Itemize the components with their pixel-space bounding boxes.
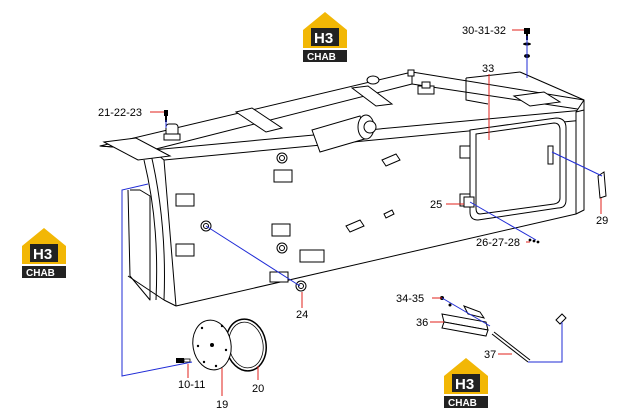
brand-logo-bottom: H3 CHAB: [444, 358, 488, 409]
brand-logo-left: H3 CHAB: [22, 228, 66, 279]
bolt-10-11: [176, 358, 191, 363]
svg-text:H3: H3: [455, 376, 474, 393]
callout-19: 19: [216, 399, 228, 411]
svg-text:H3: H3: [314, 30, 333, 47]
assembly-lines: [121, 36, 603, 377]
callout-34-35: 34-35: [396, 293, 424, 305]
svg-text:CHAB: CHAB: [307, 52, 336, 63]
callout-33: 33: [482, 63, 494, 75]
top-fittings: [366, 69, 435, 95]
callout-21-22-23: 21-22-23: [98, 107, 142, 119]
level-gauge: [441, 305, 489, 337]
dipstick-clip: [555, 313, 567, 325]
bolt-21-22-23: [164, 110, 168, 122]
inspection-door: [469, 117, 567, 221]
brand-logo-top: H3 CHAB: [303, 12, 347, 63]
callout-20: 20: [252, 383, 264, 395]
callout-29: 29: [596, 215, 608, 227]
svg-text:CHAB: CHAB: [448, 398, 477, 409]
svg-text:H3: H3: [33, 246, 52, 263]
dipstick: [491, 331, 531, 363]
hinge-25: [463, 196, 475, 208]
callout-26-27-28: 26-27-28: [476, 237, 520, 249]
filler-neck: [311, 114, 377, 153]
mounting-brackets: [175, 145, 475, 283]
side-latch: [597, 171, 607, 199]
breather-cap: [163, 123, 181, 141]
callout-24: 24: [296, 309, 308, 321]
leader-lines: [150, 29, 602, 396]
top-plates: [102, 85, 562, 161]
callout-37: 37: [484, 349, 496, 361]
callout-10-11: 10-11: [178, 379, 205, 391]
callout-25: 25: [430, 199, 442, 211]
screw-26-27-28: [528, 238, 540, 244]
callout-36: 36: [416, 317, 428, 329]
callout-30-31-32: 30-31-32: [462, 25, 506, 37]
svg-text:CHAB: CHAB: [26, 268, 55, 279]
